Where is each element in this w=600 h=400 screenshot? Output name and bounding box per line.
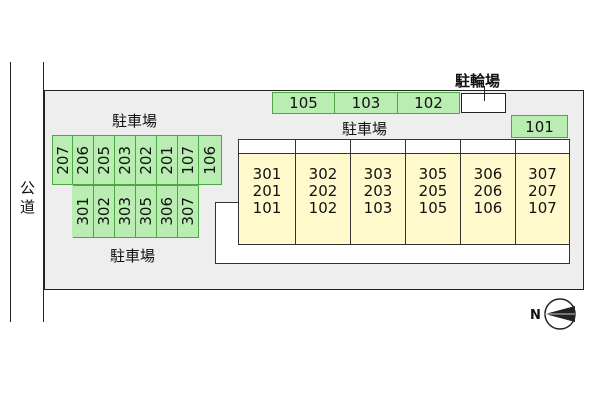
unit-head [461,140,515,154]
parking-area-fill-left [72,185,73,238]
compass-icon: N [530,298,576,330]
unit-numbers: 303 203 103 [363,165,393,217]
unit-column-1: 301 201 101 [239,140,295,244]
bicycle-parking [461,93,506,113]
parking-space-107: 107 [177,135,199,185]
road-line-right [43,62,44,322]
unit-column-4: 305 205 105 [405,140,460,244]
unit-head [516,140,569,154]
bicycle-parking-label: 駐輪場 [455,72,501,90]
parking-space-106: 106 [198,135,222,185]
compass-n-label: N [530,308,541,323]
parking-space-302: 302 [93,185,115,238]
unit-column-6: 307 207 107 [515,140,569,244]
unit-column-2: 302 202 102 [295,140,350,244]
unit-head [239,140,295,154]
parking-space-207: 207 [52,135,73,185]
unit-numbers: 301 201 101 [252,165,282,217]
parking-space-307: 307 [177,185,199,238]
parking-space-103: 103 [334,92,398,114]
unit-numbers: 302 202 102 [308,165,338,217]
parking-space-303: 303 [114,185,136,238]
parking-space-205: 205 [93,135,115,185]
parking-space-301: 301 [72,185,94,238]
bicycle-marker-line-v [484,86,485,101]
unit-column-3: 303 203 103 [350,140,405,244]
parking-space-305: 305 [135,185,157,238]
parking-label-middle: 駐車場 [342,120,388,138]
parking-space-203: 203 [114,135,136,185]
unit-column-5: 306 206 106 [460,140,515,244]
parking-space-201: 201 [156,135,178,185]
parking-label-left-bottom: 駐車場 [110,247,156,265]
road-line-left [10,62,11,322]
unit-head [406,140,460,154]
parking-space-306: 306 [156,185,178,238]
parking-space-206: 206 [72,135,94,185]
unit-numbers: 307 207 107 [528,165,557,217]
parking-label-left-top: 駐車場 [112,112,158,130]
unit-numbers: 306 206 106 [473,165,503,217]
parking-space-202: 202 [135,135,157,185]
unit-head [351,140,405,154]
parking-space-105: 105 [272,92,335,114]
apartment-building: 301 201 101 302 202 102 303 203 103 305 … [238,139,570,245]
parking-space-101: 101 [511,115,568,138]
road-label: 公道 [18,180,36,218]
unit-numbers: 305 205 105 [418,165,448,217]
unit-head [296,140,350,154]
parking-space-102: 102 [397,92,460,114]
